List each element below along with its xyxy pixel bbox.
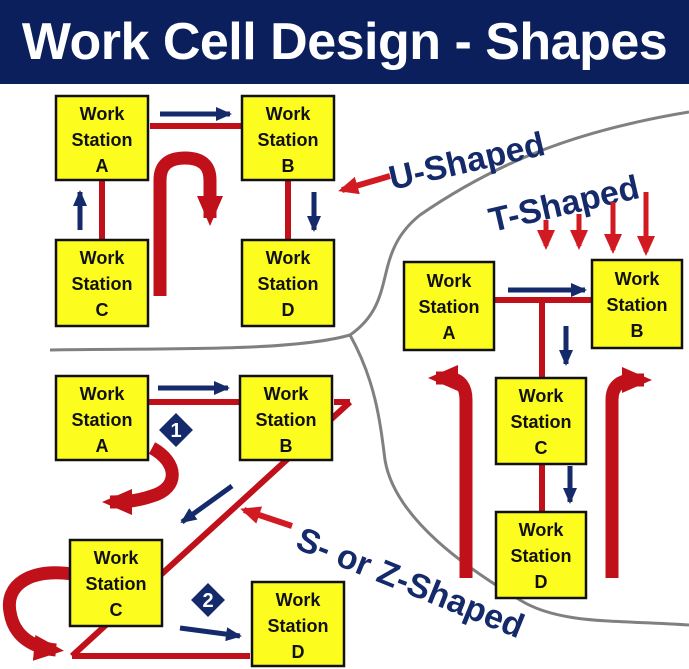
station-label-line: Work (519, 520, 565, 540)
station-id: A (96, 436, 109, 456)
t-shaped-label: T-Shaped (485, 168, 643, 239)
station-label-line: Work (266, 104, 312, 124)
station-id: B (282, 156, 295, 176)
title-bar (0, 0, 689, 84)
label-pointer-arrow (338, 173, 391, 195)
flow-arrow (180, 483, 234, 525)
station-label-line: Work (80, 104, 126, 124)
station-label-line: Work (266, 248, 312, 268)
label-pointer-arrow (240, 506, 293, 529)
station-label-line: Station (511, 546, 572, 566)
station-label-line: Station (86, 574, 147, 594)
station-label-line: Station (258, 274, 319, 294)
region-divider (348, 334, 689, 627)
station-id: C (96, 300, 109, 320)
station-label-line: Station (419, 297, 480, 317)
page-title: Work Cell Design - Shapes (21, 13, 668, 71)
station-label-line: Work (94, 548, 140, 568)
step-1-badge: 1 (159, 413, 193, 447)
u-turn-arrow (153, 151, 223, 296)
station-label-line: Station (256, 410, 317, 430)
station-label-line: Work (80, 384, 126, 404)
output-arrow (428, 365, 473, 578)
station-label-line: Station (72, 410, 133, 430)
station-id: A (96, 156, 109, 176)
step-number: 1 (170, 420, 181, 442)
step-number: 2 (202, 590, 213, 612)
station-label-line: Work (615, 269, 661, 289)
station-id: D (282, 300, 295, 320)
step-2-badge: 2 (191, 583, 225, 617)
station-label-line: Station (607, 295, 668, 315)
output-arrow (605, 367, 652, 578)
station-label-line: Work (264, 384, 310, 404)
station-label-line: Work (276, 590, 322, 610)
station-label-line: Station (258, 130, 319, 150)
turn-arrow (102, 442, 179, 515)
region-divider (49, 110, 689, 352)
turn-arrow (2, 566, 73, 661)
station-id: B (280, 436, 293, 456)
station-label-line: Station (72, 274, 133, 294)
station-label-line: Station (268, 616, 329, 636)
station-label-line: Station (511, 412, 572, 432)
station-id: C (110, 600, 123, 620)
station-label-line: Work (427, 271, 473, 291)
station-label-line: Work (519, 386, 565, 406)
station-id: A (443, 323, 456, 343)
station-id: D (292, 642, 305, 662)
station-id: C (535, 438, 548, 458)
flow-arrow (179, 625, 242, 642)
station-label-line: Work (80, 248, 126, 268)
station-id: B (631, 321, 644, 341)
station-id: D (535, 572, 548, 592)
station-label-line: Station (72, 130, 133, 150)
